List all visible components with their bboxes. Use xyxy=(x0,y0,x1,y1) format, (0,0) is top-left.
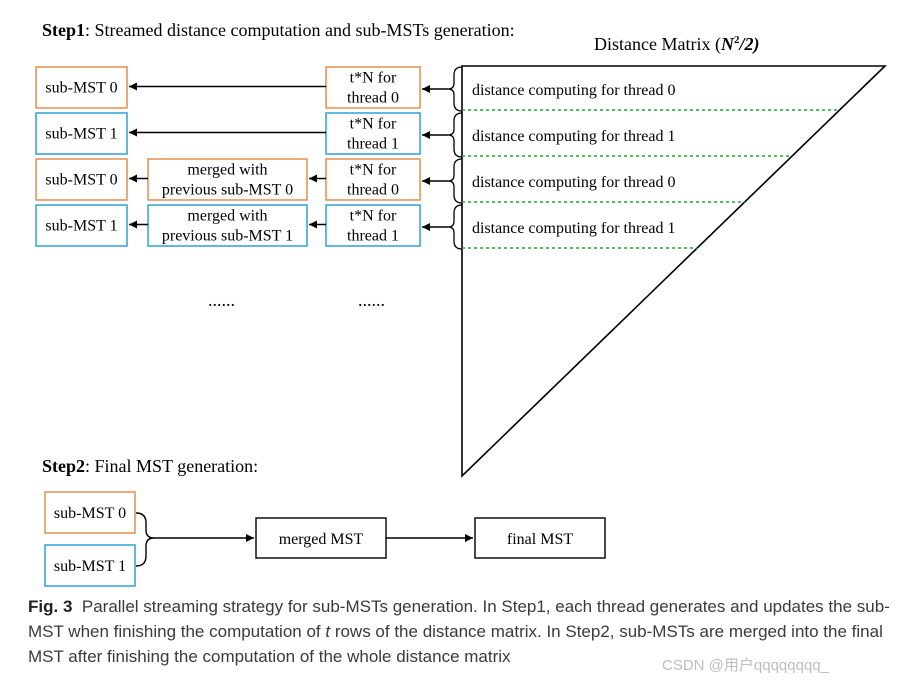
merge-label-line2-row-2: previous sub-MST 0 xyxy=(162,182,293,199)
step2-sub-mst-1-label: sub-MST 1 xyxy=(54,558,126,575)
step2-brace xyxy=(135,512,155,567)
distance-matrix-label: Distance Matrix (N2/2) xyxy=(594,34,759,55)
brace-row-1 xyxy=(447,112,463,158)
ellipsis-left: ...... xyxy=(208,290,235,310)
merge-label-line1-row-3: merged with xyxy=(187,208,267,225)
sub-mst-label-row-3: sub-MST 1 xyxy=(45,218,117,235)
step2-sub-mst-1-box xyxy=(44,544,136,587)
brace-row-0 xyxy=(447,66,463,112)
sub-mst-label-row-0: sub-MST 0 xyxy=(45,80,117,97)
step1-rows: sub-MST 0 t*N for thread 0 distance computi… xyxy=(35,66,840,250)
merge-label-line2-row-3: previous sub-MST 1 xyxy=(162,228,293,245)
task-box-row-2 xyxy=(325,158,421,201)
final-mst-box xyxy=(474,517,606,559)
final-mst-label: final MST xyxy=(507,531,573,548)
watermark: CSDN @用户qqqqqqqq_ xyxy=(662,657,829,674)
merge-box-row-2 xyxy=(147,158,308,201)
distance-matrix-triangle xyxy=(461,65,887,478)
caption-label: Fig. 3 xyxy=(28,597,73,616)
ellipsis-right: ...... xyxy=(358,290,385,310)
caption-text-1: Parallel streaming strategy for sub-MSTs… xyxy=(28,597,890,641)
caption-text-2: rows of the distance matrix. In Step2, s… xyxy=(28,622,883,666)
figure-caption: Fig. 3 Parallel streaming strategy for s… xyxy=(28,594,890,669)
compute-label-row-0: distance computing for thread 0 xyxy=(472,82,676,99)
sub-mst-box-row-3 xyxy=(35,204,128,247)
merge-label-line1-row-2: merged with xyxy=(187,162,267,179)
compute-label-row-1: distance computing for thread 1 xyxy=(472,128,676,145)
compute-label-row-2: distance computing for thread 0 xyxy=(472,174,676,191)
compute-label-row-3: distance computing for thread 1 xyxy=(472,220,676,237)
step2-sub-mst-0-label: sub-MST 0 xyxy=(54,505,126,522)
caption-t: t xyxy=(325,622,331,641)
step2-heading: Step2: Final MST generation: xyxy=(42,456,258,476)
task-label-line2-row-1: thread 1 xyxy=(347,136,399,153)
task-label-line1-row-3: t*N for xyxy=(350,208,397,225)
merge-box-row-3 xyxy=(147,204,308,247)
brace-row-3 xyxy=(447,204,463,250)
task-label-line2-row-3: thread 1 xyxy=(347,228,399,245)
task-label-line1-row-0: t*N for xyxy=(350,70,397,87)
diagram-canvas: Step1: Streamed distance computation and… xyxy=(35,20,887,587)
sub-mst-box-row-1 xyxy=(35,112,128,155)
task-box-row-3 xyxy=(325,204,421,247)
sub-mst-box-row-0 xyxy=(35,66,128,109)
sub-mst-label-row-1: sub-MST 1 xyxy=(45,126,117,143)
task-box-row-1 xyxy=(325,112,421,155)
task-label-line2-row-0: thread 0 xyxy=(347,90,399,107)
task-label-line1-row-2: t*N for xyxy=(350,162,397,179)
task-box-row-0 xyxy=(325,66,421,109)
step2-sub-mst-0-box xyxy=(44,491,136,534)
brace-row-2 xyxy=(447,158,463,204)
sub-mst-label-row-2: sub-MST 0 xyxy=(45,172,117,189)
step1-heading: Step1: Streamed distance computation and… xyxy=(42,20,515,40)
task-label-line1-row-1: t*N for xyxy=(350,116,397,133)
merged-mst-label: merged MST xyxy=(279,531,364,548)
task-label-line2-row-2: thread 0 xyxy=(347,182,399,199)
sub-mst-box-row-2 xyxy=(35,158,128,201)
